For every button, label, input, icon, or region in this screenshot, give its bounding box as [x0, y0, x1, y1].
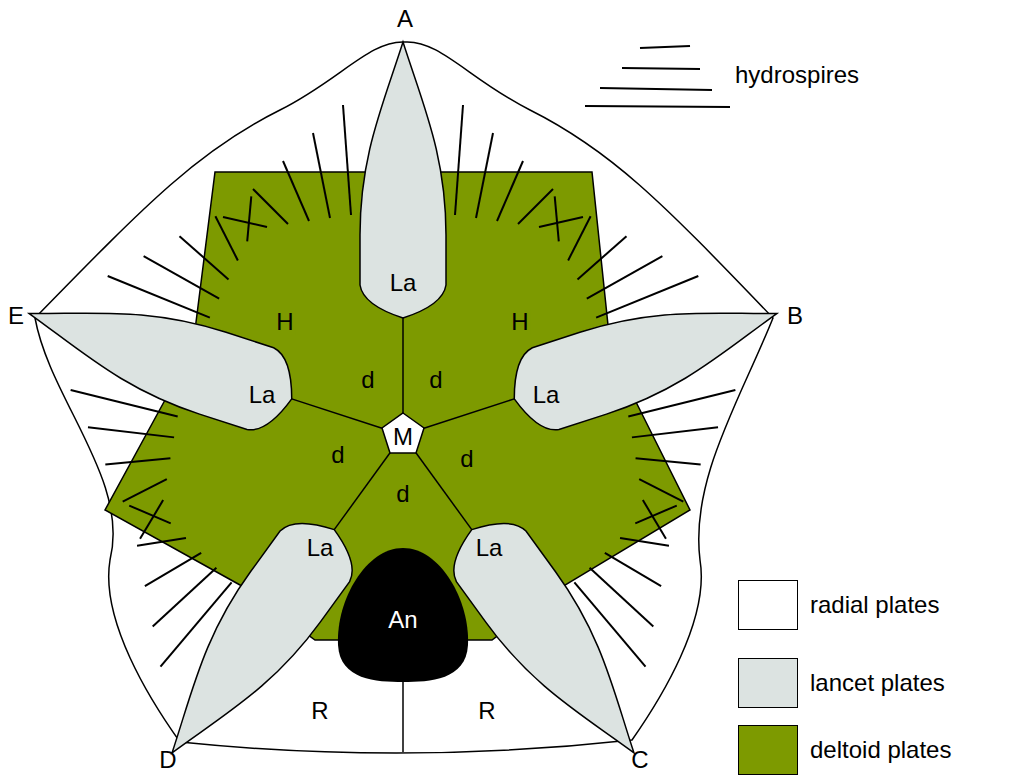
- legend-swatch: [738, 658, 798, 708]
- lancet-label: La: [390, 271, 417, 295]
- radial-label: R: [478, 699, 495, 723]
- legend-text: radial plates: [810, 593, 939, 617]
- deltoid-label: d: [396, 482, 409, 506]
- theca-outline: [35, 42, 773, 753]
- hydrospire-key: [585, 46, 730, 107]
- ambulacrum-letter: C: [631, 748, 648, 772]
- lancet-label: La: [533, 383, 560, 407]
- anal-opening: [338, 548, 468, 682]
- hydrospire-label: H: [509, 309, 530, 335]
- deltoid-label: d: [361, 368, 374, 392]
- legend-text: hydrospires: [735, 63, 859, 87]
- ambulacrum-letter: E: [8, 304, 24, 328]
- legend-swatch: [738, 725, 798, 775]
- radial-suture: [402, 682, 404, 752]
- deltoid-sutures: [292, 318, 515, 530]
- lancet-label: La: [249, 383, 276, 407]
- ambulacrum-letter: A: [397, 7, 413, 31]
- hydrospire-label: H: [274, 309, 295, 335]
- radial-label: R: [311, 699, 328, 723]
- ambulacrum-letter: D: [159, 748, 176, 772]
- ambulacrum-letter: B: [787, 304, 803, 328]
- deltoid-label: d: [429, 368, 442, 392]
- anus-label: An: [388, 608, 417, 632]
- mouth-label: M: [393, 425, 413, 449]
- lancet-plates: [16, 42, 790, 778]
- deltoid-label: d: [460, 447, 473, 471]
- mouth-plate: [382, 413, 424, 453]
- legend-text: lancet plates: [810, 671, 945, 695]
- lancet-label: La: [307, 536, 334, 560]
- legend-text: deltoid plates: [810, 738, 951, 762]
- lancet-label: La: [476, 536, 503, 560]
- legend-swatch: [738, 580, 798, 630]
- deltoid-label: d: [331, 443, 344, 467]
